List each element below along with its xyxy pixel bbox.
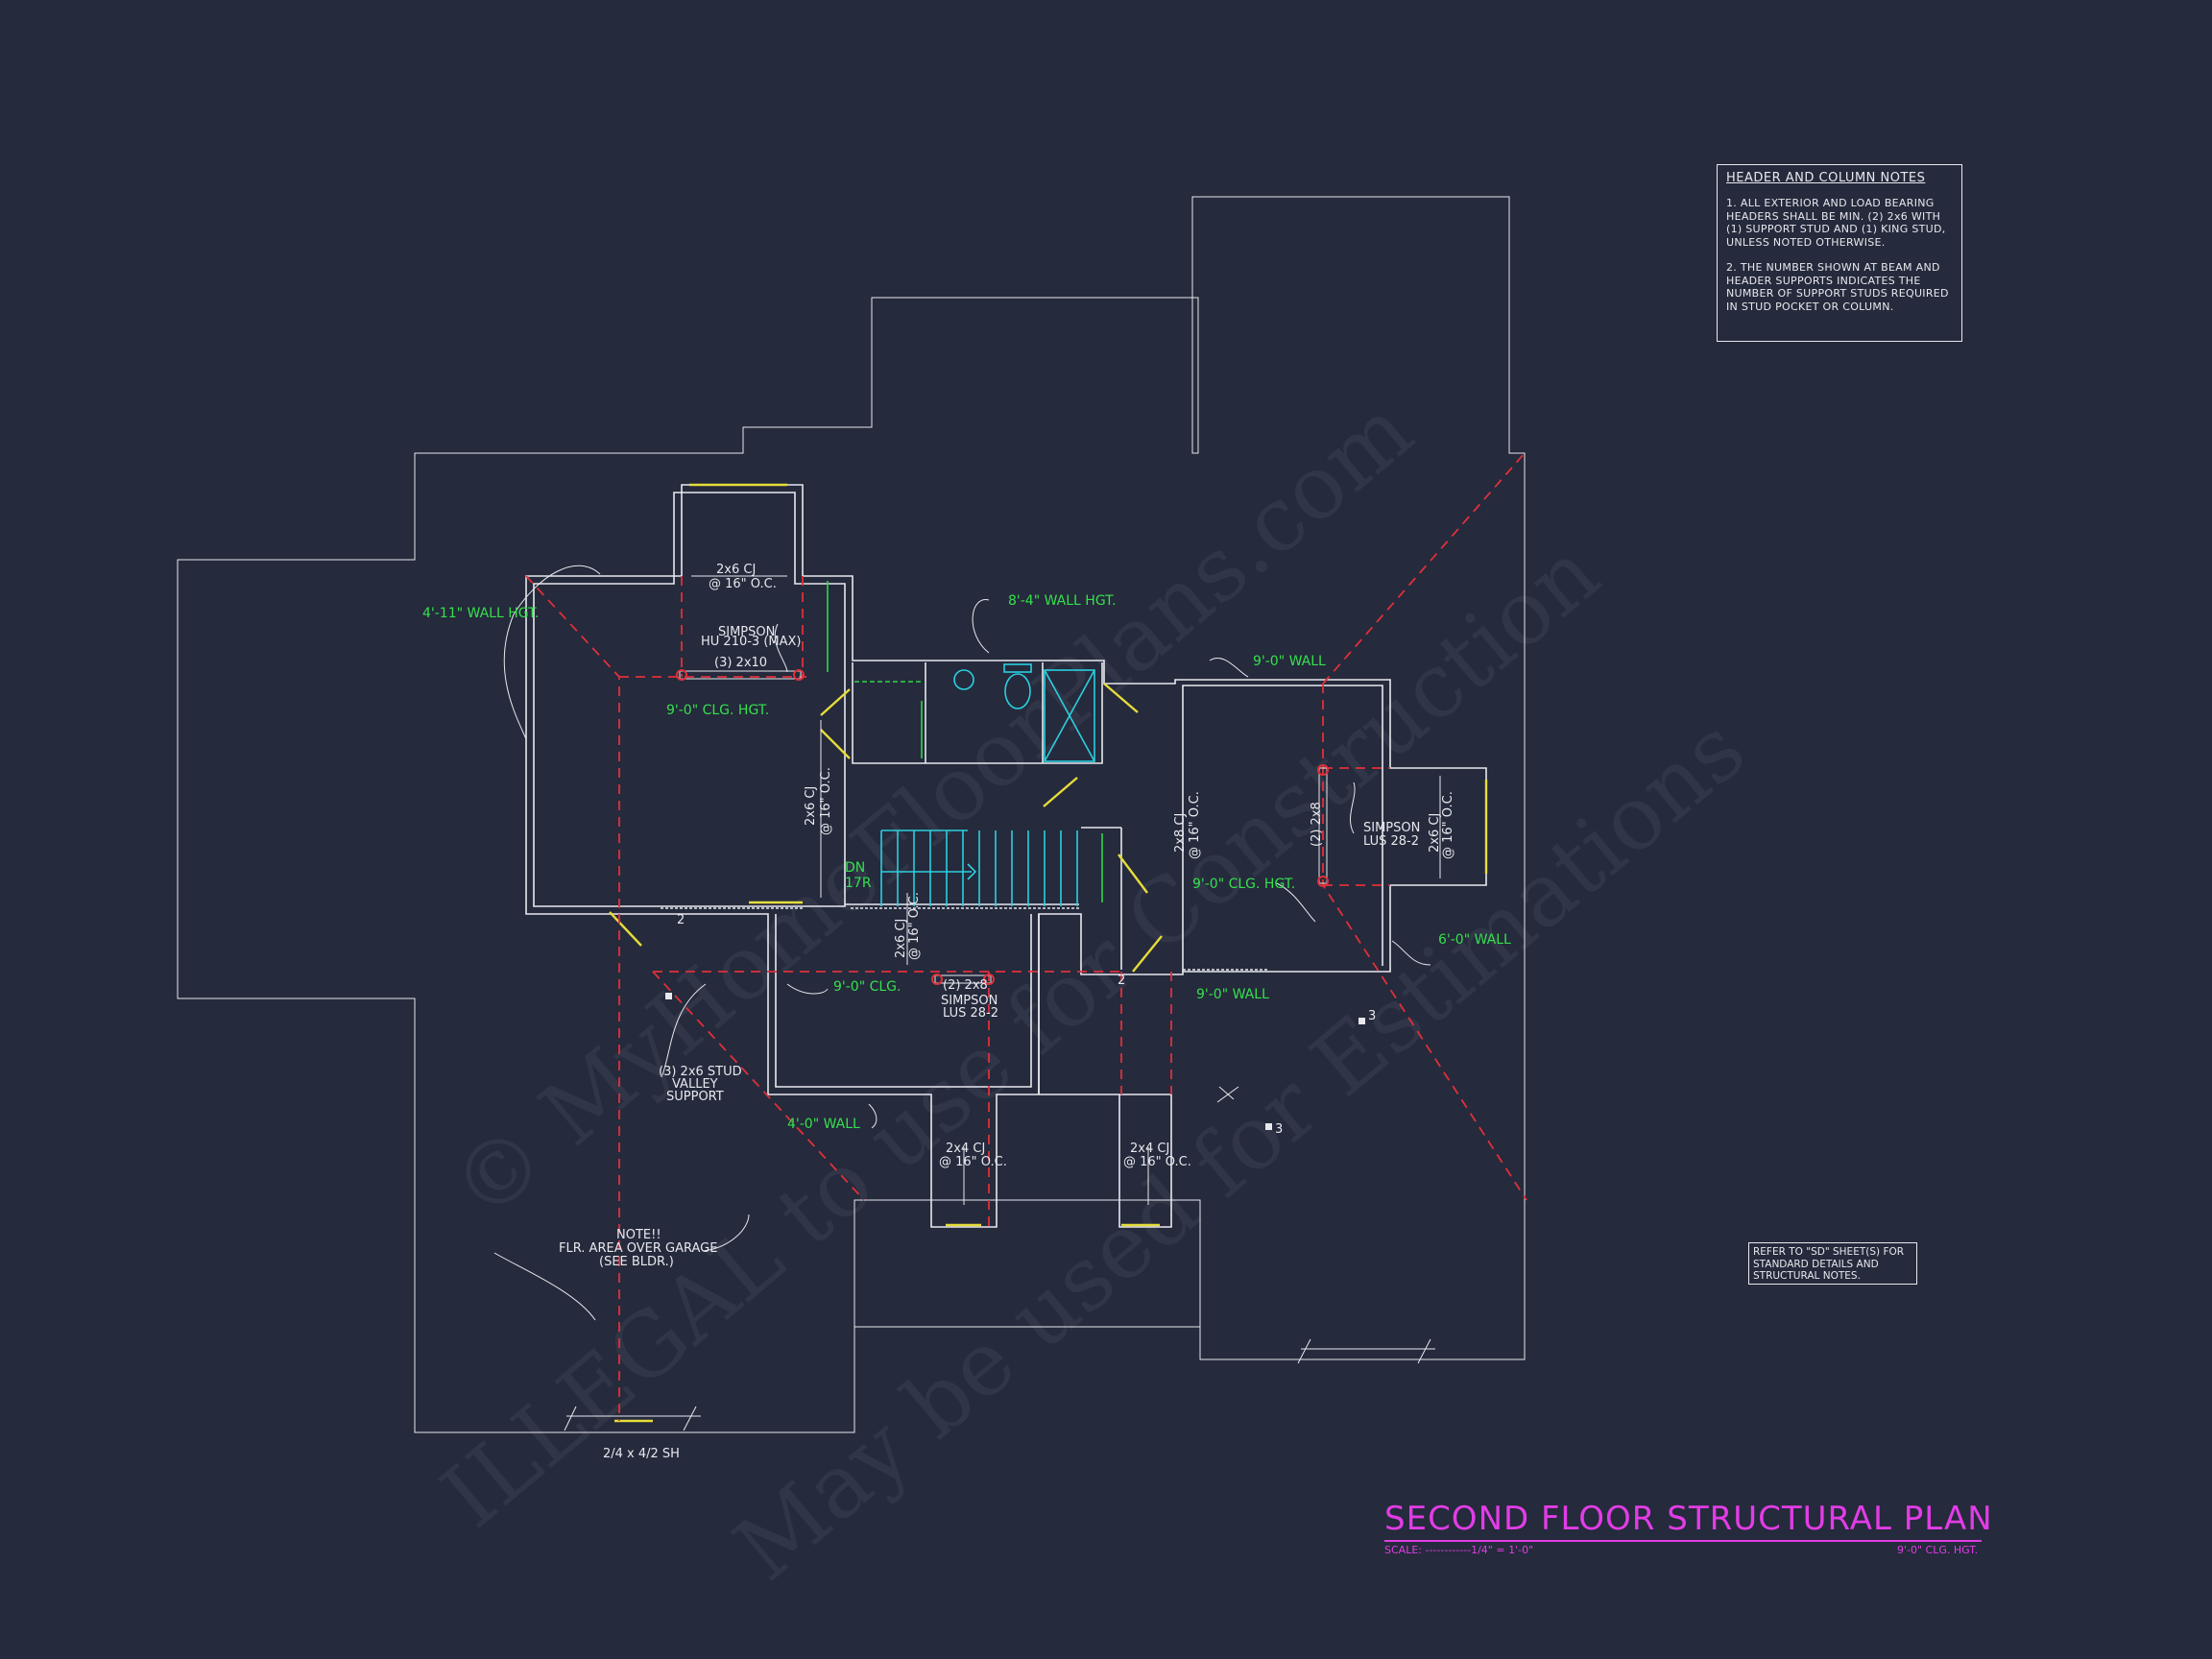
refer-sd-note: REFER TO "SD" SHEET(S) FOR STANDARD DETA…: [1748, 1242, 1917, 1285]
stairs: [880, 830, 1078, 906]
label-simpson-hu: SIMPSON: [718, 625, 775, 639]
label-window-sh: 2/4 x 4/2 SH: [603, 1447, 680, 1461]
plan-labels: 4'-11" WALL HGT. 2x6 CJ @ 16" O.C. SIMPS…: [422, 563, 1511, 1461]
label-lus-mid: LUS 28-2: [943, 1006, 998, 1021]
windows: [609, 483, 1488, 1423]
label-stairs-17r: 17R: [845, 876, 872, 891]
label-beam-3-2x10: (3) 2x10: [714, 656, 767, 670]
label-oc-right: @ 16" O.C.: [1441, 791, 1455, 859]
notes-item-2: 2. THE NUMBER SHOWN AT BEAM AND HEADER S…: [1726, 261, 1949, 313]
label-wall-9-top: 9'-0" WALL: [1253, 654, 1326, 669]
bath-fixtures: [827, 581, 1103, 902]
label-oc-top: @ 16" O.C.: [709, 577, 777, 591]
label-clg-9-left: 9'-0" CLG. HGT.: [666, 703, 769, 718]
label-cj-2x4-b: 2x4 CJ: [1130, 1142, 1169, 1156]
label-stud-1: (3) 2x6 STUD: [659, 1065, 742, 1079]
label-beam-2x8-vert: (2) 2x8: [1310, 802, 1324, 847]
label-num-3b: 3: [1275, 1122, 1283, 1137]
label-clg-9-right: 9'-0" CLG. HGT.: [1192, 877, 1295, 892]
roof-outline: [177, 196, 1526, 1433]
header-column-notes: HEADER AND COLUMN NOTES 1. ALL EXTERIOR …: [1717, 164, 1962, 342]
watermark: © MyHomeFloorPlans.com ILLEGAL to use fo…: [422, 378, 1764, 1600]
label-wall-6: 6'-0" WALL: [1438, 932, 1511, 948]
label-num-2a: 2: [677, 913, 685, 927]
label-wall-4: 4'-0" WALL: [787, 1117, 860, 1132]
label-simpson-right: SIMPSON: [1363, 821, 1420, 835]
label-cj-2x6-right: 2x6 CJ: [1428, 813, 1442, 853]
title-underline: [1384, 1540, 1982, 1542]
label-oc-2x4-a: @ 16" O.C.: [939, 1155, 1007, 1169]
label-note-c: (SEE BLDR.): [599, 1255, 674, 1269]
label-oc-2x8: @ 16" O.C.: [1188, 791, 1202, 859]
label-wall-4-11: 4'-11" WALL HGT.: [422, 606, 539, 621]
label-cj-2x6-mid: 2x6 CJ: [894, 919, 908, 958]
label-simpson-mid: SIMPSON: [941, 994, 998, 1008]
label-lus-right: LUS 28-2: [1363, 834, 1419, 849]
label-wall-9-bottom: 9'-0" WALL: [1196, 987, 1269, 1002]
label-beam-2x8-mid: (2) 2x8: [943, 978, 988, 993]
beams: [665, 669, 1365, 1130]
notes-item-1: 1. ALL EXTERIOR AND LOAD BEARING HEADERS…: [1726, 197, 1946, 249]
label-stairs-dn: DN: [845, 860, 865, 876]
label-wall-8-4: 8'-4" WALL HGT.: [1008, 593, 1117, 609]
notes-title: HEADER AND COLUMN NOTES: [1726, 171, 1926, 185]
scale-label: SCALE: ------------1/4" = 1'-0": [1384, 1544, 1534, 1556]
label-cj-2x6-vert: 2x6 CJ: [804, 786, 818, 826]
label-hu-210: HU 210-3 (MAX): [701, 635, 802, 649]
sheet-title: SECOND FLOOR STRUCTURAL PLAN: [1384, 1500, 1993, 1538]
label-num-3a: 3: [1368, 1009, 1376, 1023]
ceiling-height-label: 9'-0" CLG. HGT.: [1897, 1544, 1979, 1556]
label-cj-2x8-vert: 2x8 CJ: [1173, 813, 1188, 853]
label-stud-3: SUPPORT: [666, 1090, 724, 1104]
leaders: [493, 565, 1441, 1431]
label-num-2b: 2: [1118, 974, 1125, 988]
floor-walls: [525, 484, 1487, 1228]
label-cj-2x6-top: 2x6 CJ: [716, 563, 756, 577]
label-note-b: FLR. AREA OVER GARAGE: [559, 1241, 717, 1256]
label-clg-9-mid: 9'-0" CLG.: [833, 979, 901, 995]
label-oc-2x4-b: @ 16" O.C.: [1123, 1155, 1191, 1169]
label-oc-vert: @ 16" O.C.: [819, 767, 833, 835]
label-oc-mid: @ 16" O.C.: [907, 892, 922, 960]
label-cj-2x4-a: 2x4 CJ: [946, 1142, 985, 1156]
label-note-a: NOTE!!: [616, 1228, 661, 1242]
label-stud-2: VALLEY: [672, 1077, 718, 1092]
